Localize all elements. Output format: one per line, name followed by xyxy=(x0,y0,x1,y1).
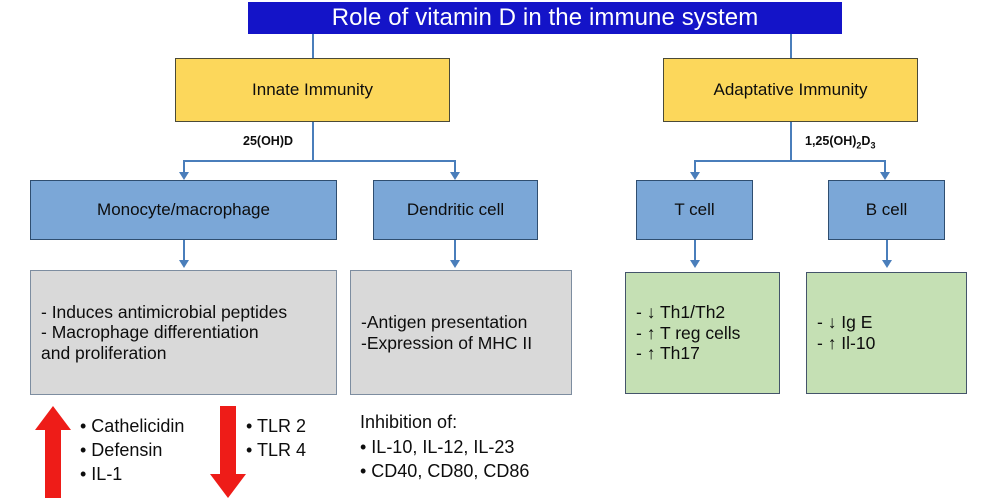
node-dendritic-cell[interactable]: Dendritic cell xyxy=(373,180,538,240)
node-monocyte-macrophage[interactable]: Monocyte/macrophage xyxy=(30,180,337,240)
list-inhibition: • IL-10, IL-12, IL-23 • CD40, CD80, CD86 xyxy=(360,437,530,481)
arrowhead-to-bcell xyxy=(880,172,890,180)
arrowhead-to-bcell-effects xyxy=(882,260,892,268)
panel-dendritic-effects: -Antigen presentation -Expression of MHC… xyxy=(350,270,572,395)
connector-monocyte-drop xyxy=(183,240,185,262)
arrowhead-to-tcell xyxy=(690,172,700,180)
node-t-cell[interactable]: T cell xyxy=(636,180,753,240)
connector-innate-bus xyxy=(183,160,456,162)
connector-adaptive-right-drop xyxy=(884,160,886,174)
label-metabolite-25ohd: 25(OH)D xyxy=(243,134,294,148)
panel-bcell-effects: - ↓ Ig E - ↑ Il-10 xyxy=(806,272,967,394)
connector-tcell-drop xyxy=(694,240,696,262)
down-arrow-icon xyxy=(208,404,248,500)
arrowhead-to-tcell-effects xyxy=(690,260,700,268)
connector-title-to-innate xyxy=(312,34,314,58)
connector-innate-stem xyxy=(312,122,314,162)
connector-adaptive-stem xyxy=(790,122,792,162)
panel-monocyte-effects: - Induces antimicrobial peptides - Macro… xyxy=(30,270,337,395)
connector-title-to-adaptive xyxy=(790,34,792,58)
metabolite-sub-3: 3 xyxy=(870,140,876,151)
arrowhead-to-dendritic xyxy=(450,172,460,180)
inhibition-heading: Inhibition of: xyxy=(360,412,458,432)
connector-bcell-drop xyxy=(886,240,888,262)
label-metabolite-125ohd3: 1,25(OH)2D3 xyxy=(805,134,875,151)
metabolite-mid: D xyxy=(861,134,871,148)
connector-innate-right-drop xyxy=(454,160,456,174)
up-arrow-icon xyxy=(33,404,73,500)
list-upregulated: • Cathelicidin • Defensin • IL-1 xyxy=(80,416,185,484)
arrowhead-to-dendritic-effects xyxy=(450,260,460,268)
node-b-cell[interactable]: B cell xyxy=(828,180,945,240)
connector-dendritic-drop xyxy=(454,240,456,262)
node-adaptative-immunity[interactable]: Adaptative Immunity xyxy=(663,58,918,122)
diagram-title: Role of vitamin D in the immune system xyxy=(248,2,842,34)
panel-tcell-effects: - ↓ Th1/Th2 - ↑ T reg cells - ↑ Th17 xyxy=(625,272,780,394)
arrowhead-to-monocyte-effects xyxy=(179,260,189,268)
node-innate-immunity[interactable]: Innate Immunity xyxy=(175,58,450,122)
metabolite-prefix: 1,25(OH) xyxy=(805,134,857,148)
list-downregulated: • TLR 2 • TLR 4 xyxy=(246,416,306,460)
connector-adaptive-bus xyxy=(694,160,886,162)
connector-adaptive-left-drop xyxy=(694,160,696,174)
arrowhead-to-monocyte xyxy=(179,172,189,180)
metabolite-sub-2: 2 xyxy=(856,140,862,151)
connector-innate-left-drop xyxy=(183,160,185,174)
